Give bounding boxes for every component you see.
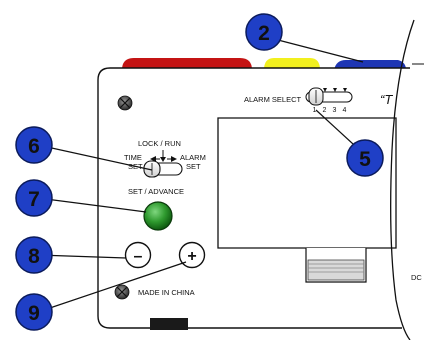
dc-label: DC: [411, 273, 422, 282]
svg-text:7: 7: [28, 188, 40, 211]
set-right-label: SET: [186, 162, 201, 171]
yellow-top-button[interactable]: [264, 58, 320, 70]
leader-6: [37, 144, 153, 171]
made-in-label: MADE IN CHINA: [138, 288, 195, 297]
plus-button[interactable]: +: [178, 241, 206, 269]
svg-text:6: 6: [28, 135, 40, 158]
alarm-pos-4: 4: [343, 107, 347, 114]
minus-label: –: [134, 248, 143, 265]
callout-7: 7: [15, 179, 53, 217]
leader-2: [277, 39, 364, 63]
callout-5: 5: [346, 139, 384, 177]
leader-lines: [37, 39, 366, 313]
set-advance-button[interactable]: [143, 201, 173, 231]
screw-top: [117, 95, 133, 111]
plus-label: +: [187, 248, 196, 265]
callout-6: 6: [15, 126, 53, 164]
alarm-select-control: ALARM SELECT 1 2 3 4: [244, 87, 353, 114]
set-advance-label: SET / ADVANCE: [128, 187, 184, 196]
bottom-foot: [150, 318, 188, 330]
alarm-pos-2: 2: [323, 107, 327, 114]
mode-arrows: [150, 150, 177, 162]
alarm-label: ALARM: [180, 153, 206, 162]
leader-7: [37, 197, 147, 213]
housing-curve: [390, 19, 415, 341]
svg-text:5: 5: [359, 148, 371, 171]
svg-text:8: 8: [28, 245, 40, 268]
callout-2: 2: [245, 13, 283, 51]
alarm-pos-1: 1: [313, 107, 317, 114]
svg-text:9: 9: [28, 302, 40, 325]
alarm-pos-3: 3: [333, 107, 337, 114]
callout-9: 9: [15, 293, 53, 331]
leader-9: [37, 261, 187, 313]
svg-text:2: 2: [258, 22, 270, 45]
time-label: TIME: [124, 153, 142, 162]
callout-8: 8: [15, 236, 53, 274]
screw-bottom: [114, 284, 130, 300]
battery-compartment: [217, 117, 397, 283]
minus-button[interactable]: –: [124, 241, 152, 269]
alarm-select-label: ALARM SELECT: [244, 95, 302, 104]
quote-fragment: “T: [380, 92, 393, 107]
red-top-button[interactable]: [122, 58, 252, 70]
lock-run-label: LOCK / RUN: [138, 139, 181, 148]
